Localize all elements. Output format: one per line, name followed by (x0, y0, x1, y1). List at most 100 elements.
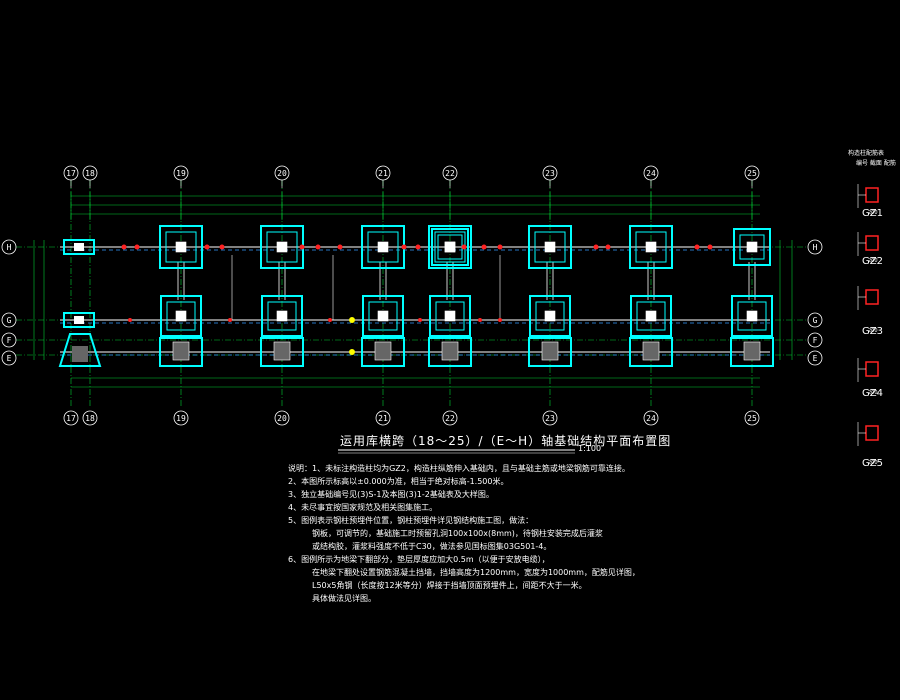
axis-bubble-bottom (173, 410, 189, 426)
axis-bubble-top-label: 22 (445, 169, 455, 178)
axis-bubble-top-label: 19 (176, 169, 186, 178)
note-text: 未尽事宜按国家规范及相关图集施工。 (301, 503, 438, 512)
footing-row-g (160, 295, 202, 337)
footing-row-g (429, 295, 471, 337)
column-marker (694, 244, 700, 250)
footing-small-g (63, 312, 95, 328)
footing-small-h-column (74, 243, 84, 251)
footing-row-e-column (541, 341, 559, 361)
footing-row-h-inner (266, 231, 298, 263)
axis-bubble-bottom (375, 410, 391, 426)
axis-bubble-right-label: F (813, 336, 818, 345)
column-marker (315, 244, 321, 250)
axis-bubble-right (807, 239, 823, 255)
column-marker (605, 244, 611, 250)
axis-bubble-bottom-label: 24 (646, 414, 656, 423)
column-marker (299, 244, 305, 250)
note-continuation: L50x5角钢（长度按12米等分）焊接于挡墙顶面预埋件上，间距不大于一米。 (312, 581, 587, 590)
footing-row-e (361, 337, 405, 367)
axis-bubble-bottom (542, 410, 558, 426)
axis-bubble-left-label: F (7, 336, 12, 345)
footing-row-h-column (444, 241, 456, 253)
note-continuation: 钢板，可调节的，基础施工时预留孔洞100x100x(8mm)，待钢柱安装完成后灌… (312, 529, 603, 538)
footing-row-h (428, 225, 472, 269)
axis-bubble-right (807, 332, 823, 348)
column-marker (418, 318, 422, 322)
axis-bubble-top-label: 20 (277, 169, 287, 178)
gz-section (865, 235, 879, 251)
column-marker (121, 244, 127, 250)
footing-row-h (733, 228, 771, 266)
footing-row-g-column (746, 310, 758, 322)
footing-row-h-inner (165, 231, 197, 263)
footing-row-g (261, 295, 303, 337)
note-item: 6、图例所示为地梁下翻部分，垫层厚度应加大0.5m（以便于安放电缆）， (286, 553, 640, 566)
footing-row-h-column (645, 241, 657, 253)
column-marker (497, 244, 503, 250)
gz-section (865, 425, 879, 441)
gz-label: GZ3 (862, 326, 883, 337)
axis-bubble-left (1, 239, 17, 255)
column-marker (481, 244, 487, 250)
footing-row-g-inner (166, 301, 196, 331)
gz-section (865, 361, 879, 377)
axis-bubble-left-label: H (7, 243, 12, 252)
note-text: 未标注构造柱均为GZ2，构造柱纵筋伸入基础内，且与基础主筋或地梁钢筋可靠连接。 (325, 464, 630, 473)
note-continuation: 或结构胶，灌浆料强度不低于C30，做法参见国标图集03G501-4。 (312, 542, 552, 551)
column-marker (498, 318, 502, 322)
axis-bubble-right-label: E (813, 354, 818, 363)
footing-row-g-column (175, 310, 187, 322)
axis-bubble-top-label: 17 (66, 169, 76, 178)
gz-label: GZ2 (862, 256, 883, 267)
footings (58, 225, 774, 367)
footing-row-e-column (743, 341, 761, 361)
axis-bubble-right-label: H (813, 243, 818, 252)
column-marker (401, 244, 407, 250)
axis-bubble-bottom-label: 22 (445, 414, 455, 423)
column-marker (478, 318, 482, 322)
footing-row-e (730, 337, 774, 367)
footing-row-g-inner (368, 301, 398, 331)
footing-row-g-inner (535, 301, 565, 331)
footing-row-g-column (544, 310, 556, 322)
footing-row-e-column (374, 341, 392, 361)
footing-row-h-column (377, 241, 389, 253)
footing-row-g (529, 295, 571, 337)
gz-dimension: 200 (868, 328, 878, 334)
notes-block: 说明：1、未标注构造柱均为GZ2，构造柱纵筋伸入基础内，且与基础主筋或地梁钢筋可… (286, 462, 640, 605)
column-marker (228, 318, 232, 322)
column-marker (415, 244, 421, 250)
footing-row-h-column (175, 241, 187, 253)
note-number: 2、 (288, 477, 302, 486)
footing-small-h (63, 239, 95, 255)
footing-row-e-column (441, 341, 459, 361)
note-item: 4、未尽事宜按国家规范及相关图集施工。 (286, 501, 640, 514)
gz-dimension: 200 (868, 210, 878, 216)
footing-row-g-inner (636, 301, 666, 331)
axis-bubble-bottom-label: 21 (378, 414, 388, 423)
footing-row-h (629, 225, 673, 269)
footing-row-g-column (377, 310, 389, 322)
axis-bubble-top-label: 25 (747, 169, 757, 178)
note-item: 3、独立基础编号见(3)S-1及本图(3)1-2基础表及大样图。 (286, 488, 640, 501)
axis-bubble-bottom (274, 410, 290, 426)
axis-bubble-bottom (63, 410, 79, 426)
drawing-scale: 1:100 (578, 444, 602, 453)
footing-row-g-column (645, 310, 657, 322)
axis-bubble-bottom-label: 18 (85, 414, 95, 423)
axis-bubble-left-label: E (7, 354, 12, 363)
column-marker (219, 244, 225, 250)
axis-bubble-left (1, 312, 17, 328)
gz-dimension: 200 (868, 460, 878, 466)
note-number: 5、 (288, 516, 302, 525)
footing-small-g-column (74, 316, 84, 324)
footing-row-h-column (746, 241, 758, 253)
footing-row-g-inner (737, 301, 767, 331)
column-marker-special (349, 317, 355, 323)
footing-row-h-inner (739, 234, 765, 260)
footing-row-e-column (273, 341, 291, 361)
column-marker (134, 244, 140, 250)
column-marker (328, 318, 332, 322)
axis-bubble-bottom (442, 410, 458, 426)
